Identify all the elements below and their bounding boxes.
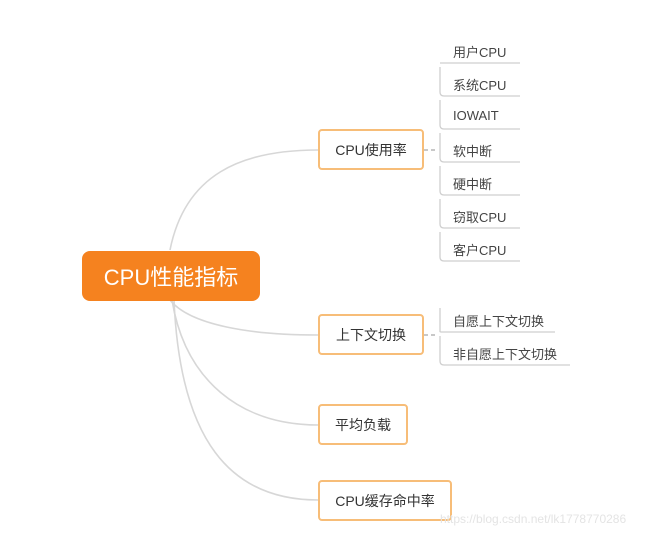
branch-cache-hit-rate[interactable]: CPU缓存命中率 — [318, 480, 452, 521]
leaf-guest-cpu[interactable]: 客户CPU — [453, 243, 507, 258]
context-switch-leaf-lines — [439, 308, 570, 366]
leaf-hard-interrupt[interactable]: 硬中断 — [453, 177, 493, 192]
leaf-voluntary-switch[interactable]: 自愿上下文切换 — [453, 314, 545, 329]
leaf-involuntary-switch[interactable]: 非自愿上下文切换 — [453, 347, 558, 362]
branch-context-switch[interactable]: 上下文切换 — [318, 314, 424, 355]
branch-load-average[interactable]: 平均负载 — [318, 404, 408, 445]
root-node[interactable]: CPU性能指标 — [82, 251, 260, 301]
connector-load-average — [171, 299, 319, 426]
connector-context-switch — [169, 299, 319, 336]
watermark-text: https://blog.csdn.net/lk1778770286 — [440, 512, 627, 526]
leaf-iowait[interactable]: IOWAIT — [453, 108, 499, 123]
cpu-usage-leaf-lines — [439, 62, 520, 262]
branch-cpu-usage[interactable]: CPU使用率 — [318, 129, 424, 170]
leaf-system-cpu[interactable]: 系统CPU — [453, 78, 507, 93]
connector-cache-hit — [173, 299, 319, 501]
leaf-steal-cpu[interactable]: 窃取CPU — [453, 210, 507, 225]
leaf-user-cpu[interactable]: 用户CPU — [453, 45, 507, 60]
connector-cpu-usage — [169, 149, 319, 251]
leaf-soft-interrupt[interactable]: 软中断 — [453, 144, 493, 159]
